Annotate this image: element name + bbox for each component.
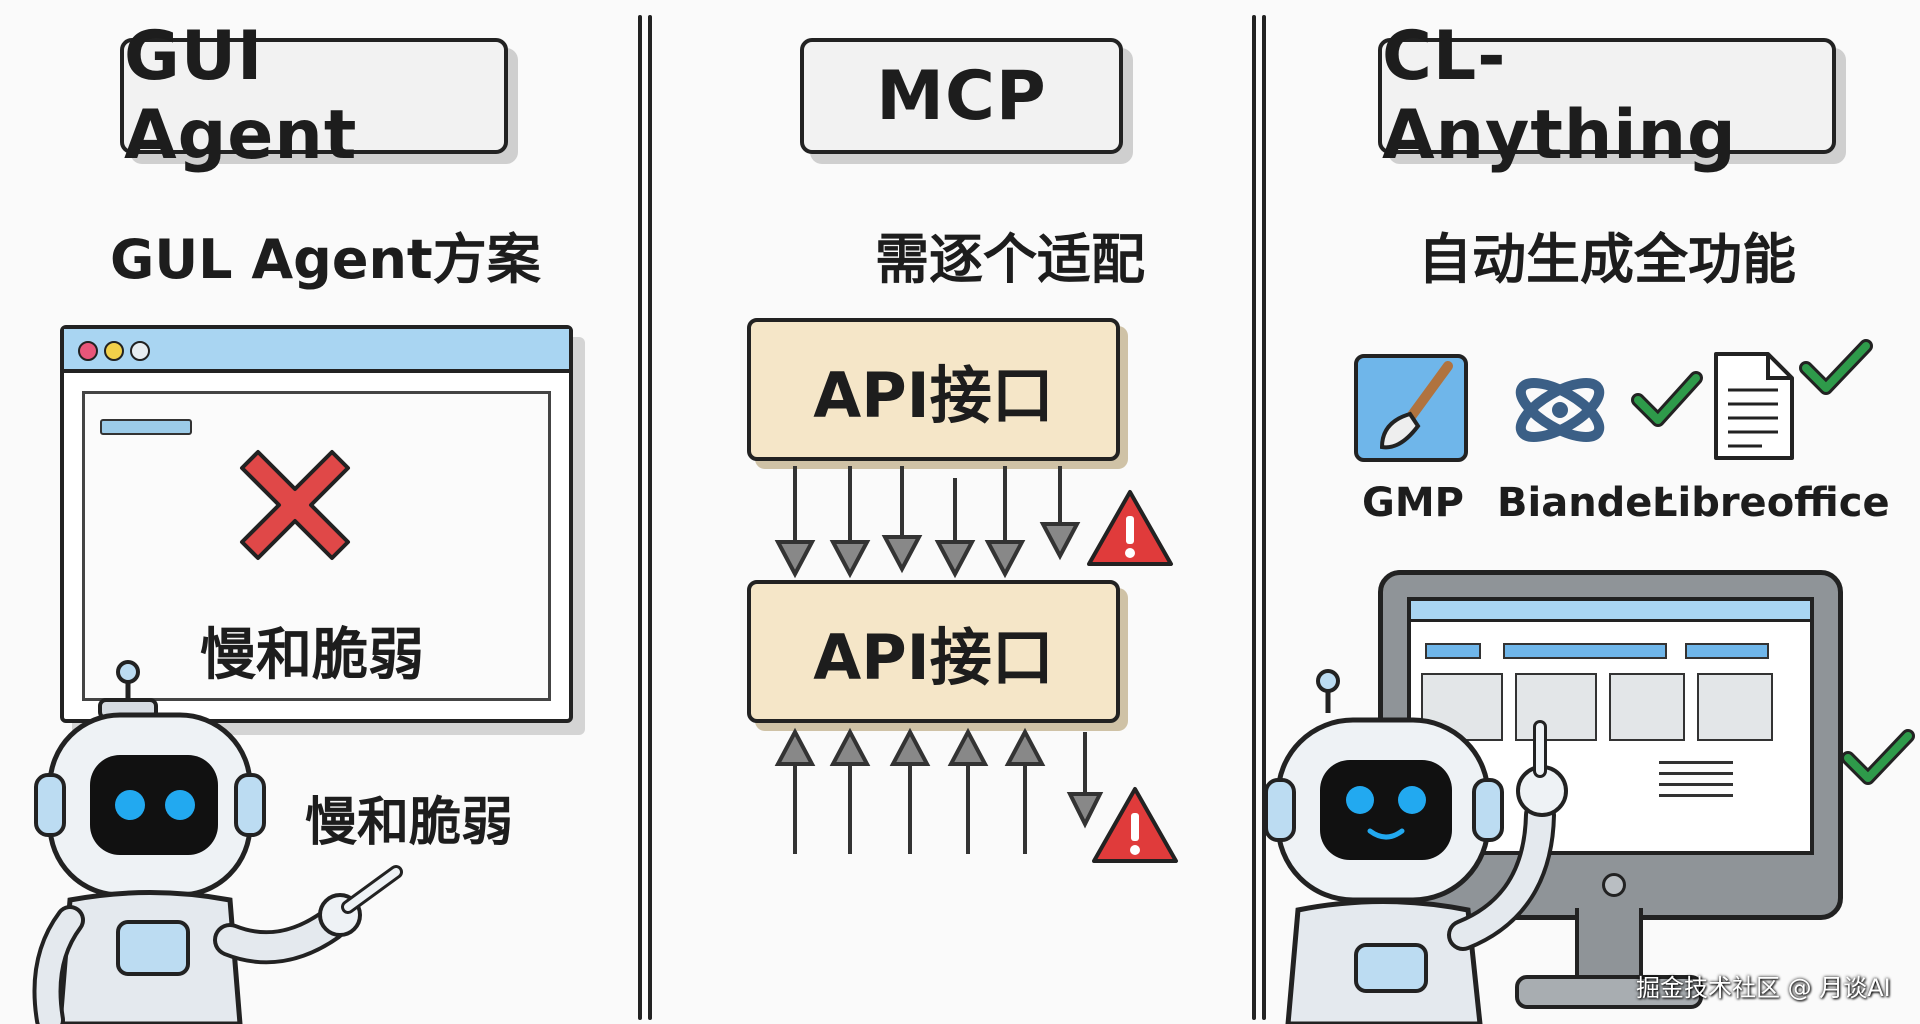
document-icon (1714, 352, 1794, 460)
panel-divider-right (1252, 15, 1266, 1020)
screen-nav-3 (1685, 643, 1769, 659)
window-dot-gray (130, 341, 150, 361)
panel-subtitle-mcp: 需逐个适配 (875, 228, 1145, 291)
window-label: 慢和脆弱 (200, 623, 424, 688)
monitor-screen (1407, 597, 1814, 855)
monitor-power-icon (1601, 873, 1626, 897)
check-icon-2 (1799, 339, 1873, 395)
robot-smiling-illustration (1264, 669, 1568, 1024)
window-dot-red (78, 341, 98, 361)
down-arrows-group (774, 466, 1081, 579)
panel-title-cl-anything: CL-Anything (1378, 17, 1836, 175)
screen-card-3 (1609, 673, 1685, 741)
watermark: 掘金技术社区 @ 月谈AI (1636, 974, 1891, 1002)
app-label-biander: Biander (1497, 480, 1673, 526)
up-arrows-group (774, 727, 1104, 854)
robot-label: 慢和脆弱 (305, 793, 514, 853)
window-placeholder-bar (100, 419, 192, 435)
api-box-bottom: API接口 (747, 580, 1120, 723)
monitor-illustration (1378, 570, 1843, 920)
paintbrush-icon (1354, 354, 1468, 462)
warning-icon-bottom (1092, 787, 1178, 863)
screen-top-bar (1411, 601, 1810, 622)
x-mark-icon (240, 450, 350, 560)
blender-icon (1515, 378, 1605, 442)
panel-subtitle-gui-agent: GUL Agent方案 (110, 228, 541, 291)
panel-divider-left (638, 15, 652, 1020)
check-icon-3 (1841, 729, 1915, 785)
panel-subtitle-cl-anything: 自动生成全功能 (1418, 228, 1796, 291)
screen-nav-2 (1503, 643, 1667, 659)
panel-title-mcp: MCP (800, 38, 1123, 154)
robot-pointing-illustration (32, 660, 403, 1024)
window-inner-frame (82, 391, 551, 701)
api-box-top: API接口 (747, 318, 1120, 461)
screen-nav-1 (1425, 643, 1481, 659)
screen-card-2 (1515, 673, 1597, 741)
screen-card-4 (1697, 673, 1773, 741)
app-label-libreoffice: Libreoffice (1652, 480, 1890, 526)
window-dot-yellow (104, 341, 124, 361)
app-label-gmp: GMP (1362, 480, 1464, 526)
check-icon-1 (1631, 371, 1703, 427)
screen-text-lines (1659, 753, 1733, 797)
panel-title-gui-agent: GUI Agent (120, 17, 508, 175)
monitor-base (1515, 975, 1703, 1009)
warning-icon-top (1087, 490, 1173, 566)
